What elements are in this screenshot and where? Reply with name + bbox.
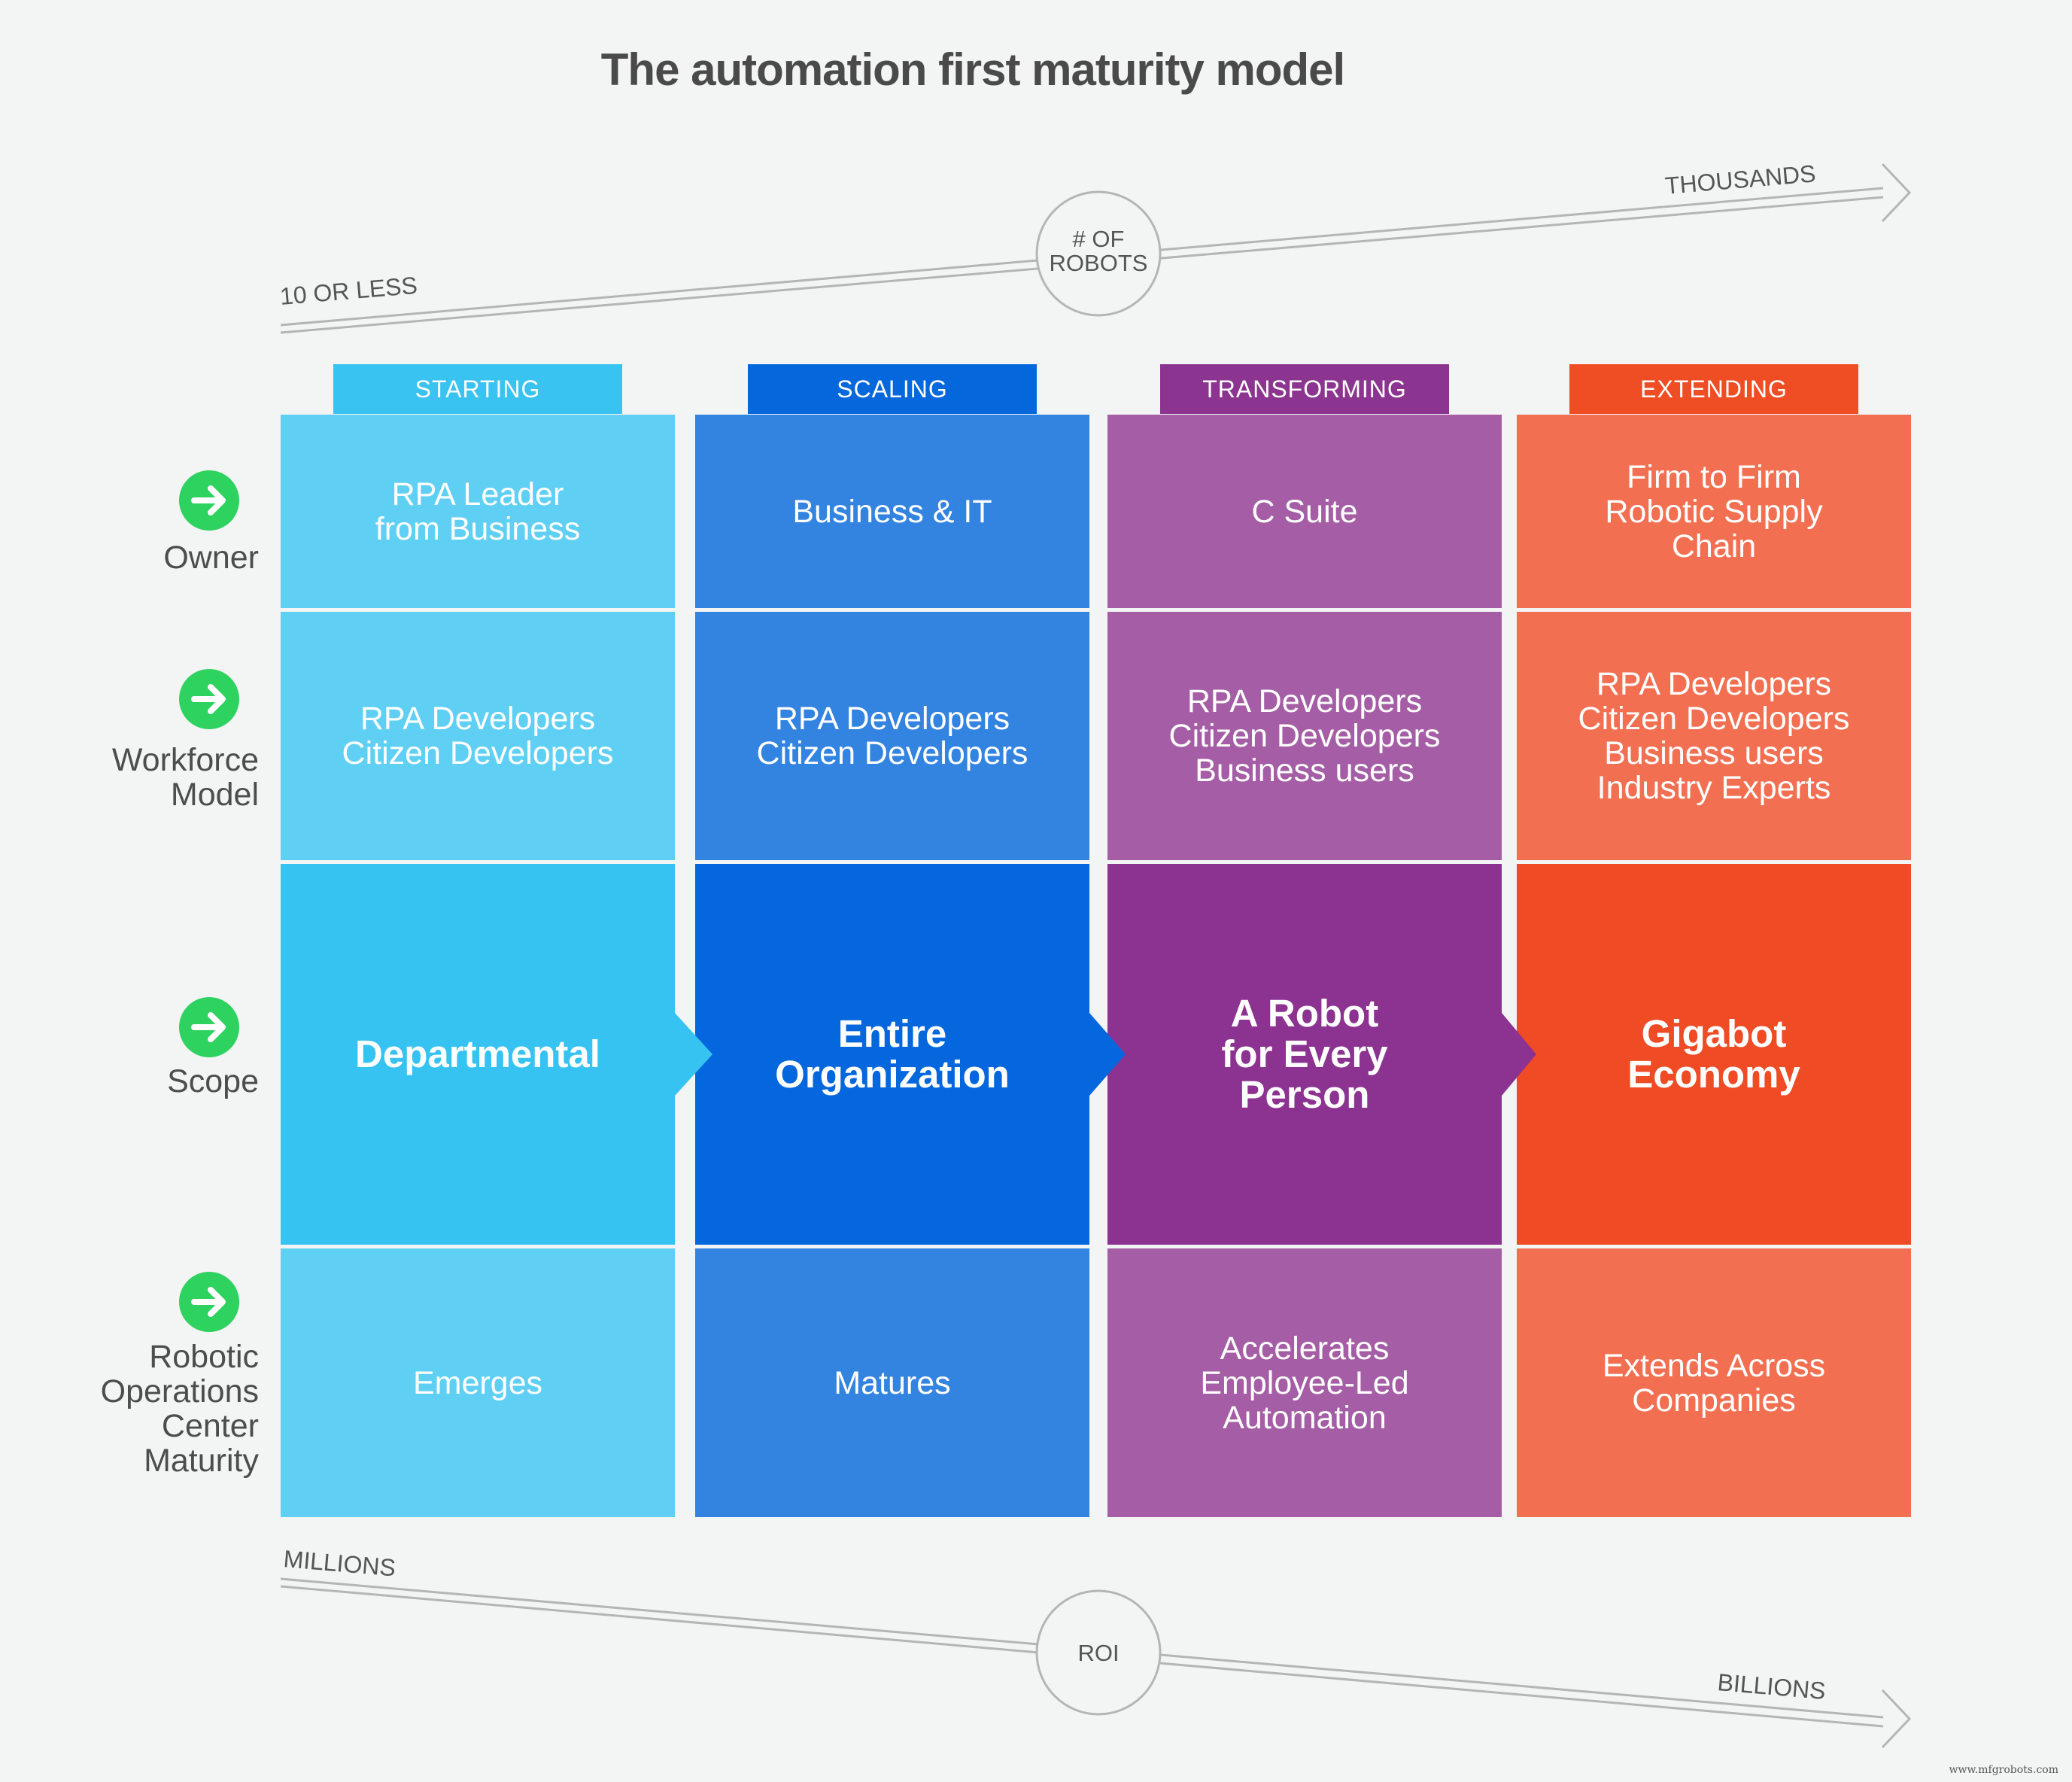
page-title: The automation first maturity model (600, 44, 1345, 95)
cell-roc-starting: Emerges (281, 1248, 675, 1517)
cell-workforce-extending: RPA Developers Citizen Developers Busine… (1517, 612, 1911, 860)
cell-scope-transforming: A Robot for Every Person (1107, 864, 1502, 1245)
row-label-workforce-model: Workforce Model (111, 742, 259, 813)
roi-axis-arrowhead (1881, 1689, 1912, 1749)
cell-scope-scaling: Entire Organization (695, 864, 1089, 1245)
cell-owner-extending: Firm to Firm Robotic Supply Chain (1517, 415, 1911, 608)
cell-workforce-starting: RPA Developers Citizen Developers (281, 612, 675, 860)
cell-roc-scaling: Matures (695, 1248, 1089, 1517)
roi-axis-end-label: BILLIONS (1716, 1668, 1827, 1704)
robots-axis-start-label: 10 OR LESS (279, 272, 419, 310)
roi-axis-start-label: MILLIONS (282, 1545, 396, 1581)
roc-arrow-icon (179, 1272, 239, 1332)
workforce-arrow-icon (179, 669, 239, 729)
cell-owner-scaling: Business & IT (695, 415, 1089, 608)
robots-axis-center-line1: # OF (1073, 226, 1125, 252)
stage-tab-extending: EXTENDING (1569, 364, 1858, 414)
row-label-scope: Scope (167, 1063, 259, 1099)
cell-scope-starting: Departmental (281, 864, 675, 1245)
watermark: www.mfgrobots.com (1949, 1764, 2058, 1776)
cell-roc-extending: Extends Across Companies (1517, 1248, 1911, 1517)
stage-tab-transforming: TRANSFORMING (1160, 364, 1449, 414)
robots-axis-circle (1035, 190, 1162, 317)
owner-arrow-icon (179, 470, 239, 531)
stage-tab-starting: STARTING (333, 364, 622, 414)
cell-workforce-scaling: RPA Developers Citizen Developers (695, 612, 1089, 860)
robots-axis-arrowhead (1881, 163, 1912, 223)
cell-workforce-transforming: RPA Developers Citizen Developers Busine… (1107, 612, 1502, 860)
row-label-owner: Owner (163, 540, 259, 576)
robots-axis-center-line2: ROBOTS (1050, 250, 1148, 276)
roi-axis-center-label: ROI (1077, 1640, 1119, 1666)
robots-axis-end-label: THOUSANDS (1664, 160, 1817, 199)
roi-axis-circle (1035, 1589, 1162, 1716)
cell-roc-transforming: Accelerates Employee-Led Automation (1107, 1248, 1502, 1517)
row-label-roc-maturity: Robotic Operations Center Maturity (100, 1339, 259, 1479)
cell-owner-transforming: C Suite (1107, 415, 1502, 608)
cell-owner-starting: RPA Leader from Business (281, 415, 675, 608)
scope-arrow-icon (179, 997, 239, 1057)
stage-tab-scaling: SCALING (748, 364, 1037, 414)
cell-scope-extending: Gigabot Economy (1517, 864, 1911, 1245)
